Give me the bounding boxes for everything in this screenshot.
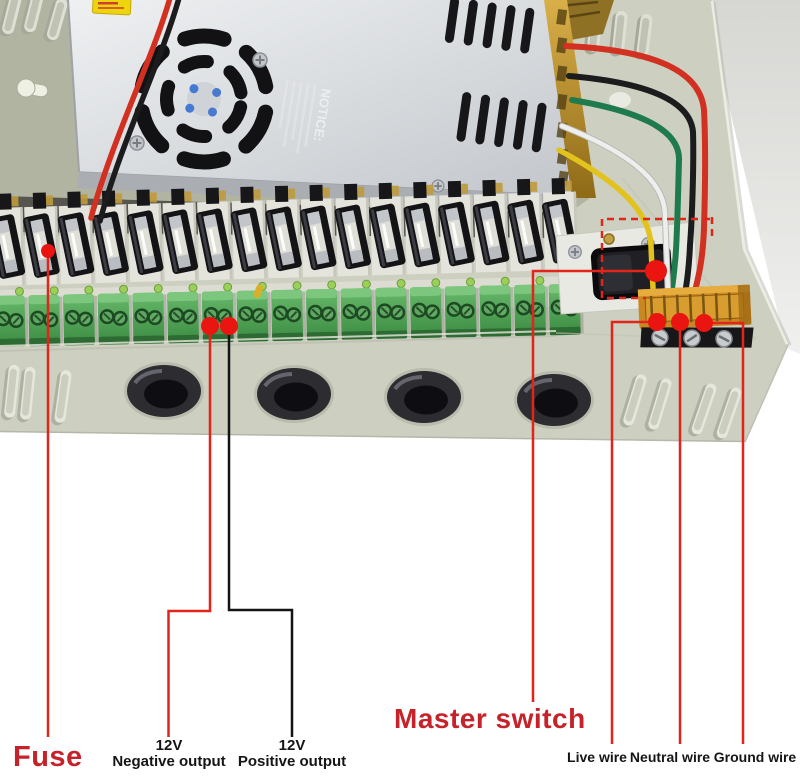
negative-output-label: 12V Negative output xyxy=(112,738,225,770)
keyhole-mount-slot xyxy=(16,78,49,98)
ac-terminal-screws xyxy=(651,328,733,348)
neutral-marker-dot xyxy=(671,313,689,331)
photo-background-right xyxy=(704,0,800,354)
negative-output-line2: Negative output xyxy=(112,753,226,770)
cable-grommet xyxy=(122,360,206,422)
psu-spec-label: NOTICE: xyxy=(278,80,334,154)
psu: NOTICE: xyxy=(67,0,614,212)
psu-vent-slots-lower xyxy=(456,92,547,153)
master-switch-marker-dot xyxy=(645,260,667,282)
wire-white xyxy=(559,123,671,295)
positive-marker-dot xyxy=(220,317,238,335)
wiring xyxy=(88,0,709,313)
fuse-marker-dot xyxy=(41,244,55,258)
ground-wire-label: Ground wire xyxy=(713,749,797,765)
callout-lines xyxy=(46,217,745,744)
live-wire-label: Live wire xyxy=(567,749,627,765)
negative-callout-line xyxy=(167,326,212,737)
neutral-wire-label: Neutral wire xyxy=(629,749,711,765)
wire-black xyxy=(566,73,697,303)
plate-screw xyxy=(567,244,583,260)
wire-green xyxy=(569,97,683,313)
ground-marker-dot xyxy=(695,314,713,332)
positive-output-label: 12V Positive output xyxy=(238,738,346,770)
psu-screw xyxy=(252,52,268,68)
warning-sticker xyxy=(91,0,132,16)
dashed-callout-line xyxy=(600,217,714,300)
master-switch-callout-line xyxy=(531,269,646,702)
psu-screw xyxy=(431,179,445,193)
cooling-fan xyxy=(133,28,275,170)
wire-red xyxy=(563,43,709,298)
cable-grommet xyxy=(252,363,336,425)
cable-grommet xyxy=(382,366,466,428)
wall-reflection xyxy=(609,92,631,108)
live-marker-dot xyxy=(648,313,666,331)
wire-red-left xyxy=(88,0,173,221)
wire-black-left xyxy=(97,0,182,224)
wire-stub-yellow xyxy=(253,284,264,299)
live-wire-callout-line xyxy=(610,320,649,744)
negative-marker-dot xyxy=(201,317,219,335)
plate-bolt xyxy=(603,233,615,245)
psu-screw xyxy=(129,135,145,151)
positive-output-line2: Positive output xyxy=(237,753,347,770)
master-switch-label: Master switch xyxy=(394,703,586,734)
wire-yellow xyxy=(556,147,657,309)
callout-dots xyxy=(41,244,713,335)
fuse-label: Fuse xyxy=(13,741,83,773)
cable-grommet xyxy=(512,369,596,431)
psu-vent-slots-upper xyxy=(444,0,535,54)
ground-wire-callout-line xyxy=(712,321,745,744)
positive-callout-line xyxy=(227,326,294,737)
negative-output-line1: 12V xyxy=(155,737,183,754)
positive-output-line1: 12V xyxy=(278,737,306,754)
